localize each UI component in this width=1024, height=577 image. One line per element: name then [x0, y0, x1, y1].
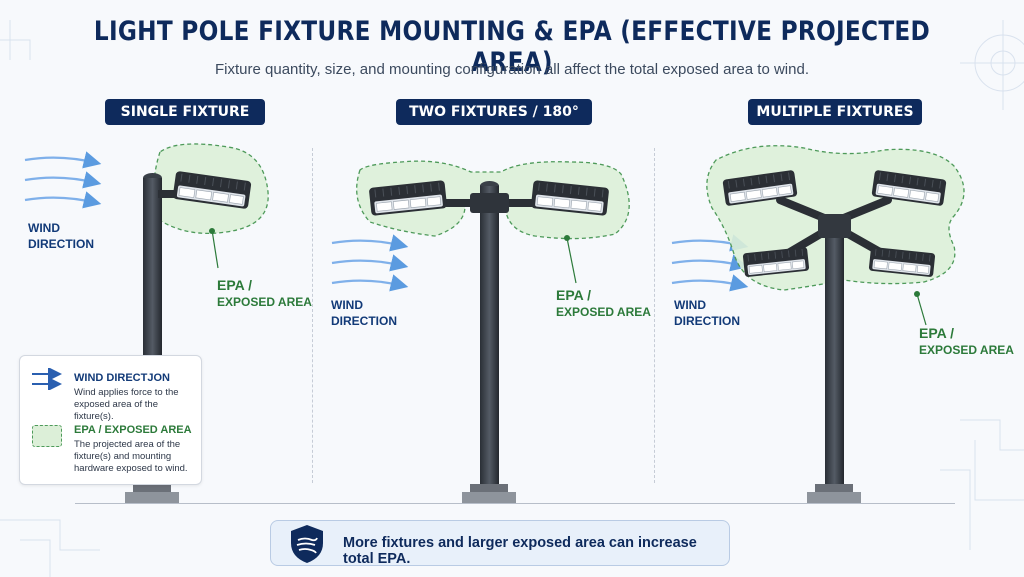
- epa-swatch: [32, 425, 62, 447]
- section-title-multiple: MULTIPLE FIXTURES: [748, 99, 922, 125]
- wind-arrows: [25, 158, 97, 203]
- epa-leader-line: [566, 237, 577, 284]
- callout-banner: More fixtures and larger exposed area ca…: [270, 520, 730, 567]
- pole-base: [125, 492, 179, 503]
- light-pole: [825, 232, 844, 488]
- epa-leader-line: [211, 229, 219, 269]
- legend-panel: WIND DIRECTJON Wind applies force to the…: [19, 355, 202, 485]
- wind-arrow-icon: [32, 368, 62, 390]
- legend-wind-title: WIND DIRECTJON: [74, 372, 170, 384]
- section-title-single: SINGLE FIXTURE: [105, 99, 265, 125]
- ground-line: [75, 503, 955, 504]
- section-title-two: TWO FIXTURES / 180°: [396, 99, 592, 125]
- legend-epa-title: EPA / EXPOSED AREA: [74, 424, 192, 436]
- legend-wind-text: Wind applies force to the exposed area o…: [74, 387, 179, 422]
- callout-text: More fixtures and larger exposed area ca…: [343, 535, 697, 567]
- epa-label: EPA /EXPOSED AREA: [919, 325, 1014, 357]
- page-title: LIGHT POLE FIXTURE MOUNTING & EPA (EFFEC…: [93, 16, 931, 78]
- legend-epa-text: The projected area of the fixture(s) and…: [74, 439, 188, 474]
- epa-label: EPA /EXPOSED AREA: [217, 277, 312, 309]
- pole-base: [462, 492, 516, 503]
- light-pole: [480, 185, 499, 488]
- epa-label: EPA /EXPOSED AREA: [556, 287, 651, 319]
- section-divider: [312, 148, 313, 483]
- epa-leader-line: [916, 293, 927, 326]
- shield-wind-icon: [291, 525, 323, 563]
- pole-base: [807, 492, 861, 503]
- section-divider: [654, 148, 655, 483]
- wind-arrows: [332, 241, 404, 286]
- page-subtitle: Fixture quantity, size, and mounting con…: [215, 61, 809, 78]
